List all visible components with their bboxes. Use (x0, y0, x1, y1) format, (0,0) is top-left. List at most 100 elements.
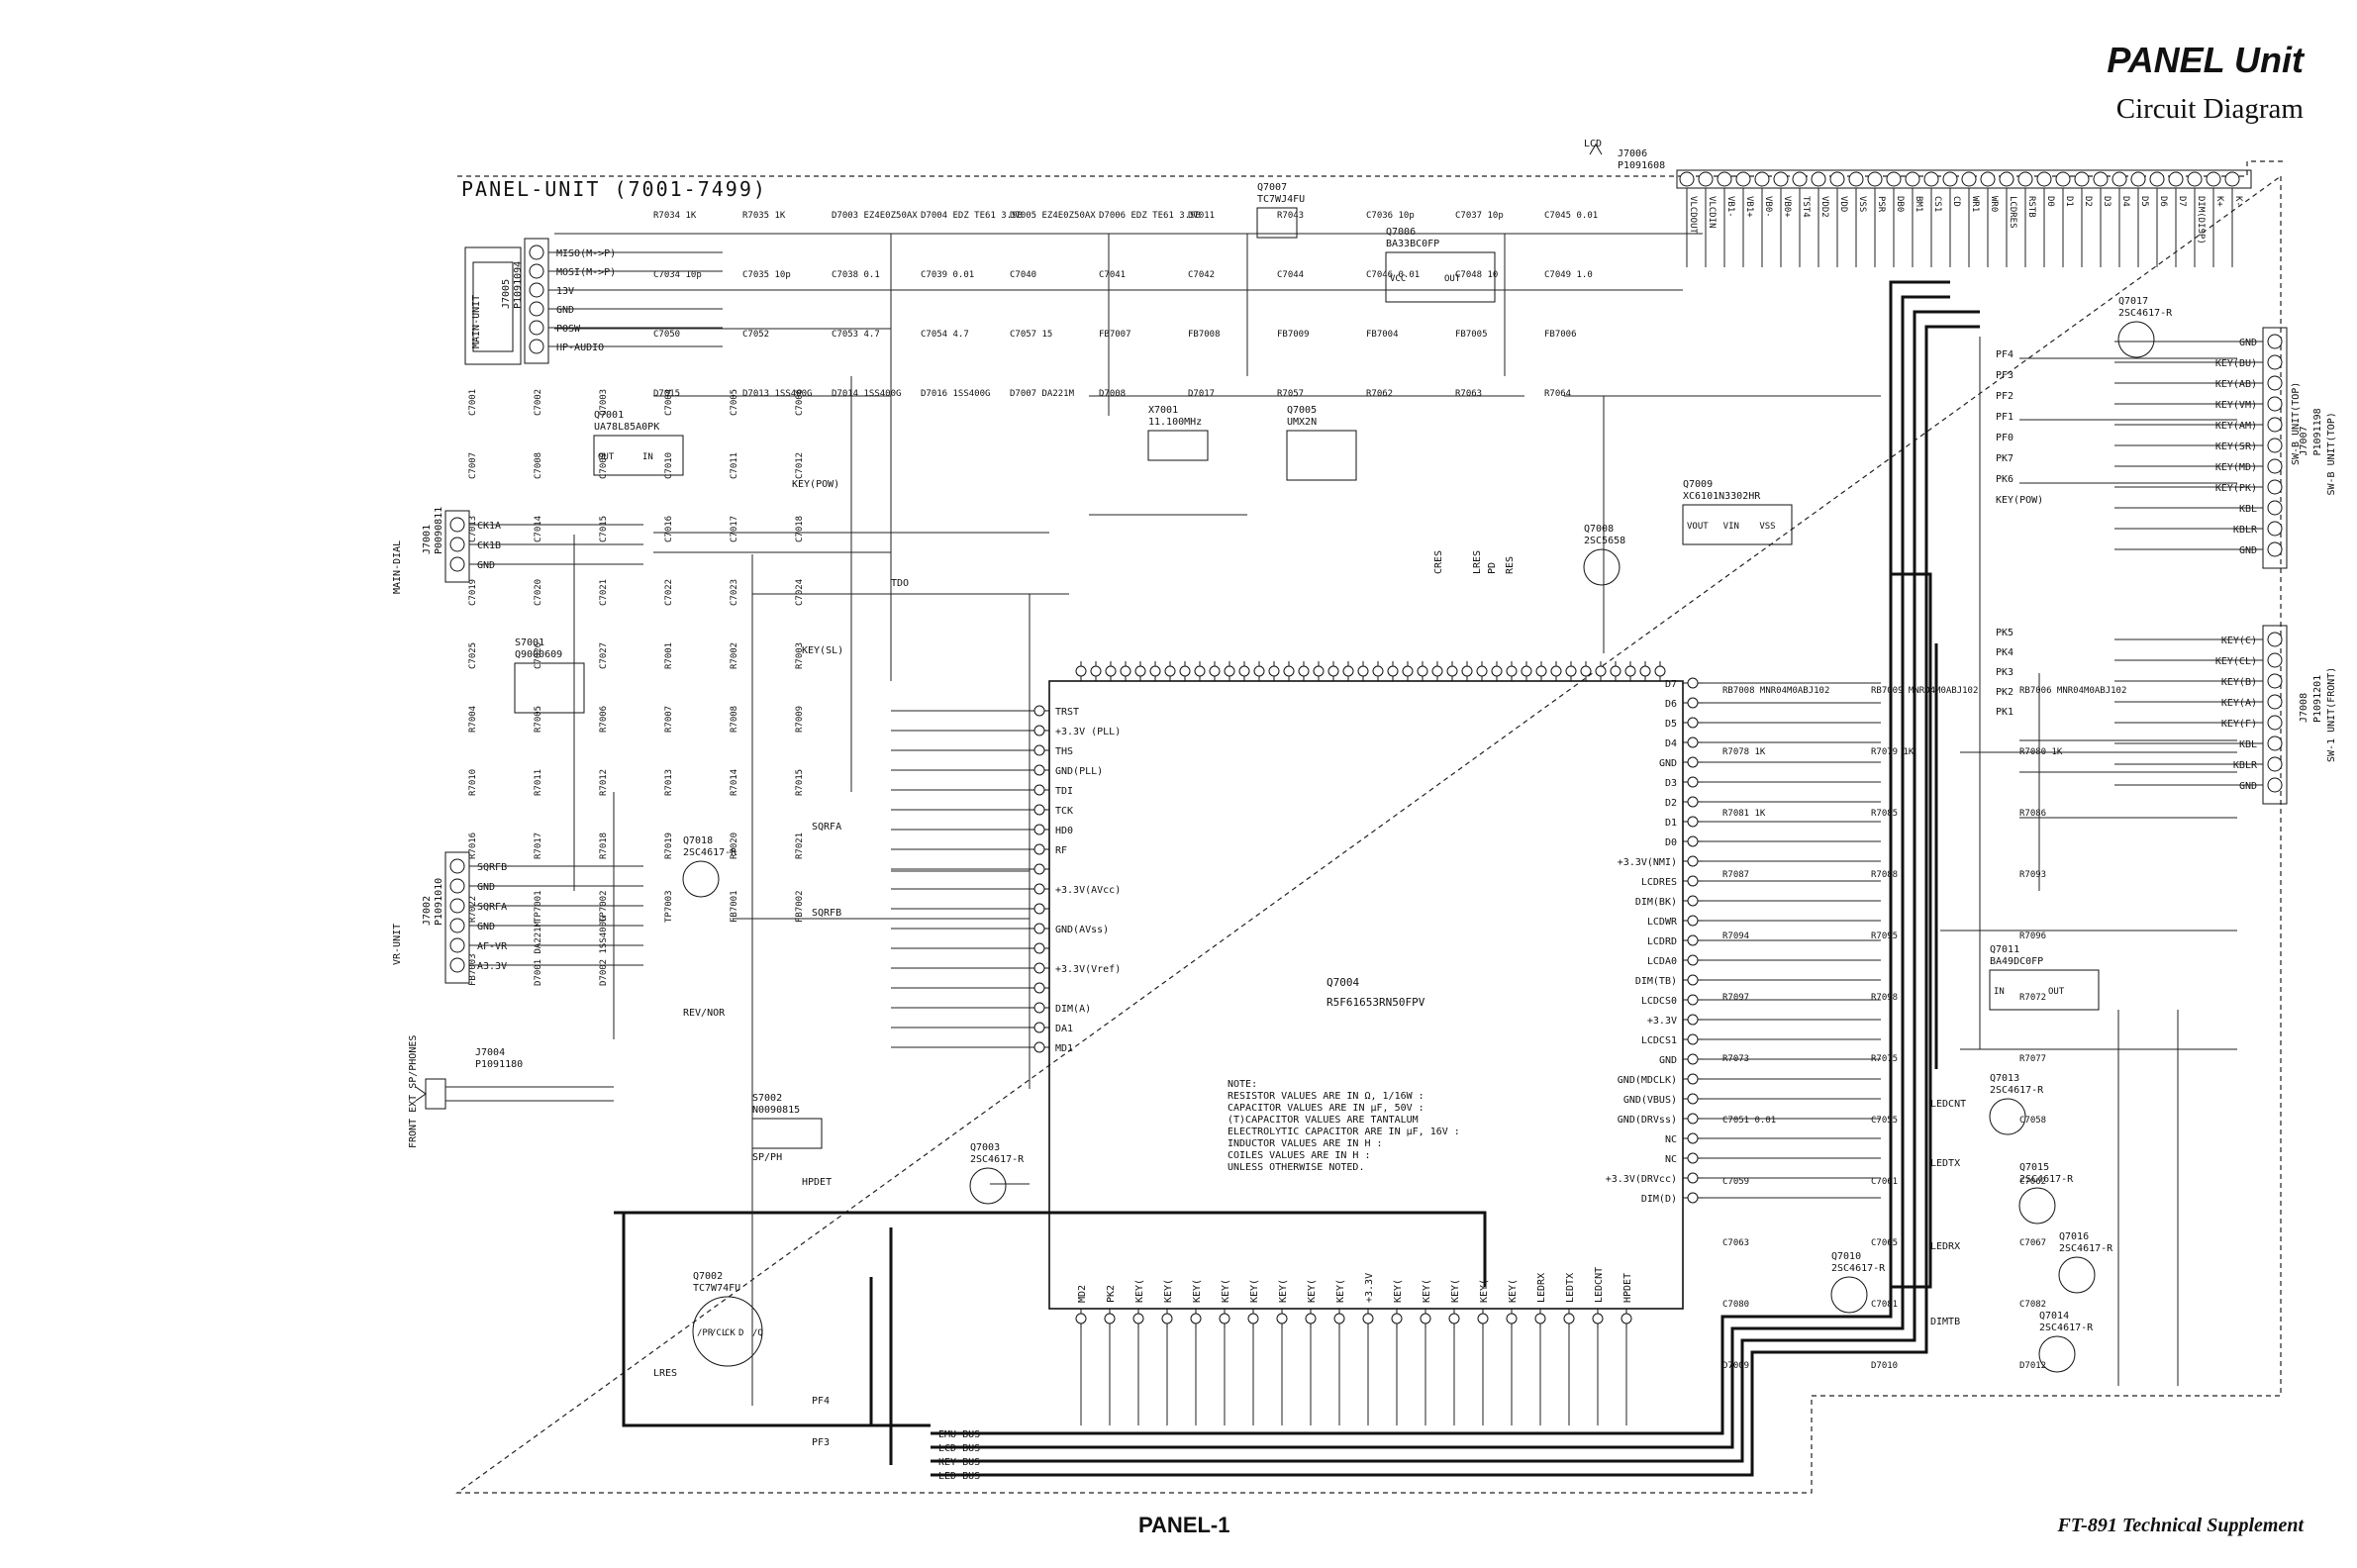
ref-label: RB7006 MNR04M0ABJ102 (2019, 686, 2126, 696)
component-ref: Q7008 (1584, 524, 1614, 535)
board-label: PANEL-UNIT (7001-7499) (461, 177, 767, 201)
ic-bottom-pin-label: LEDCNT (1594, 1267, 1605, 1303)
ic-right-pin-label: GND(MDCLK) (1618, 1075, 1677, 1086)
ic-right-pin-label: LCDCS1 (1641, 1035, 1677, 1046)
ref-label: R7017 (534, 833, 543, 859)
net-label: PK6 (1996, 474, 2013, 485)
component-pin-label: VCC (1390, 274, 1406, 284)
connector-pin-label: AF-VR (477, 941, 508, 952)
ref-label: D7001 DA221M (534, 921, 543, 986)
connector-pin (529, 301, 544, 317)
ic-bottom-pin-label: KEY( (1192, 1279, 1203, 1303)
connector-pin (1999, 171, 2014, 187)
main-ic-body (1048, 680, 1684, 1310)
main-ic-right-pins: D7D6D5D4GNDD3D2D1D0+3.3V(NMI)LCDRESDIM(B… (1606, 677, 1703, 1205)
ic-pin-circle (1033, 744, 1045, 756)
ic-left-pin-label: RF (1055, 845, 1067, 856)
ic-bottom-pin-label: KEY( (1134, 1279, 1145, 1303)
ref-label: R7004 (468, 706, 478, 733)
connector-pin (1735, 171, 1751, 187)
ic-left-pin-label: +3.3V(AVcc) (1055, 885, 1121, 896)
wiring (445, 188, 2263, 1425)
ref-label: R7005 (534, 706, 543, 733)
note-line: INDUCTOR VALUES ARE IN H : (1228, 1138, 1383, 1149)
component-part: TC7W74FU (693, 1283, 740, 1294)
connector-pin-label: CK1A (477, 521, 501, 532)
connector-pin (2267, 479, 2283, 495)
connector-j7007: GNDKEY(BU)KEY(AB)KEY(VM)KEY(AM)KEY(SR)KE… (1996, 327, 2337, 569)
connector-pin (449, 878, 465, 894)
component-ref: Q7002 (693, 1271, 723, 1282)
component-part: TC7WJ4FU (1257, 194, 1305, 205)
ref-label: R7002 (730, 642, 739, 669)
ic-pin-circle (1476, 665, 1488, 677)
ref-label: C7014 (534, 516, 543, 542)
ic-left-pin-label: GND(PLL) (1055, 766, 1103, 777)
ref-label: C7003 (599, 389, 609, 416)
ref-label: R7093 (2019, 870, 2046, 880)
net-label: PD (1487, 562, 1498, 574)
connector-pin-label: BM1 (1914, 196, 1923, 212)
connector-pin (2267, 458, 2283, 474)
component-pin-label: /PR (697, 1328, 714, 1338)
connector-pin-label: RSTB (2026, 196, 2036, 218)
ref-label: R7035 1K (742, 211, 786, 221)
ic-pin-circle (1033, 804, 1045, 816)
ref-label: C7065 (1871, 1238, 1898, 1248)
ref-label: R7064 (1544, 389, 1571, 399)
ref-label: D7008 (1099, 389, 1126, 399)
component-pin-label: VOUT (1687, 522, 1709, 532)
ref-label: C7052 (742, 330, 769, 340)
ic-pin-circle (1687, 1113, 1699, 1125)
ref-label: C7037 10p (1455, 211, 1504, 221)
ic-pin-circle (1477, 1313, 1489, 1324)
bus-wires (614, 280, 1980, 1477)
ref-label: C7013 (468, 516, 478, 542)
ref-label: R7015 (795, 769, 805, 796)
ic-right-pin-label: GND(VBUS) (1623, 1095, 1677, 1106)
main-ic: Q7004 R5F61653RN50FPV TRST+3.3V (PLL)THS… (1030, 661, 1703, 1328)
ic-pin-circle (1387, 665, 1399, 677)
connector-j7005: MISO(M->P)MOSI(M->P)13VGNDPOSWHP-AUDIOJ7… (464, 238, 616, 365)
net-label: SQRFA (812, 822, 841, 833)
net-label: PK2 (1996, 687, 2013, 698)
ref-label: C7040 (1010, 270, 1036, 280)
ic-right-pin-label: LCDA0 (1647, 956, 1677, 967)
ic-bottom-pin-label: KEY( (1335, 1279, 1346, 1303)
ic-left-pin-label: DIM(A) (1055, 1004, 1091, 1015)
ref-label: C7044 (1277, 270, 1304, 280)
component-ref: S7002 (752, 1093, 782, 1104)
net-label: PK1 (1996, 707, 2013, 718)
ic-pin-circle (1687, 974, 1699, 986)
component-pin-label: OUT (2048, 987, 2065, 997)
main-ic-left-pins: TRST+3.3V (PLL)THSGND(PLL)TDITCKHD0RF+3.… (1030, 705, 1121, 1054)
ic-pin-circle (1033, 982, 1045, 994)
component-pin-label: D (738, 1328, 743, 1338)
ic-pin-circle (1687, 855, 1699, 867)
ref-label: C7045 0.01 (1544, 211, 1598, 221)
ref-label: C7046 0.01 (1366, 270, 1420, 280)
component-body (2038, 1335, 2076, 1373)
bus-label: LED BUS (938, 1471, 980, 1482)
ic-right-pin-label: NC (1665, 1134, 1677, 1145)
ref-label: R7097 (1722, 993, 1749, 1003)
ic-pin-circle (1687, 736, 1699, 748)
ic-right-pin-label: D0 (1665, 837, 1677, 848)
component-ref: Q7015 (2019, 1162, 2049, 1173)
ic-left-pin-label: HD0 (1055, 826, 1073, 836)
connector-pin-label: DB0 (1895, 196, 1905, 212)
ic-pin-circle (1687, 1073, 1699, 1085)
connector-pin-label: D0 (2045, 196, 2055, 207)
ic-pin-circle (1149, 665, 1161, 677)
ic-pin-circle (1550, 665, 1562, 677)
ic-pin-circle (1687, 816, 1699, 828)
ic-pin-circle (1506, 1313, 1518, 1324)
connector-pin (2187, 171, 2203, 187)
connector-pin (1829, 171, 1845, 187)
ref-label: C7080 (1722, 1300, 1749, 1310)
connector-pin-label: DIM(DISP) (2196, 196, 2206, 245)
ic-pin-circle (1033, 705, 1045, 717)
ref-label: FB7007 (1099, 330, 1131, 340)
component-ref: S7001 (515, 637, 544, 648)
